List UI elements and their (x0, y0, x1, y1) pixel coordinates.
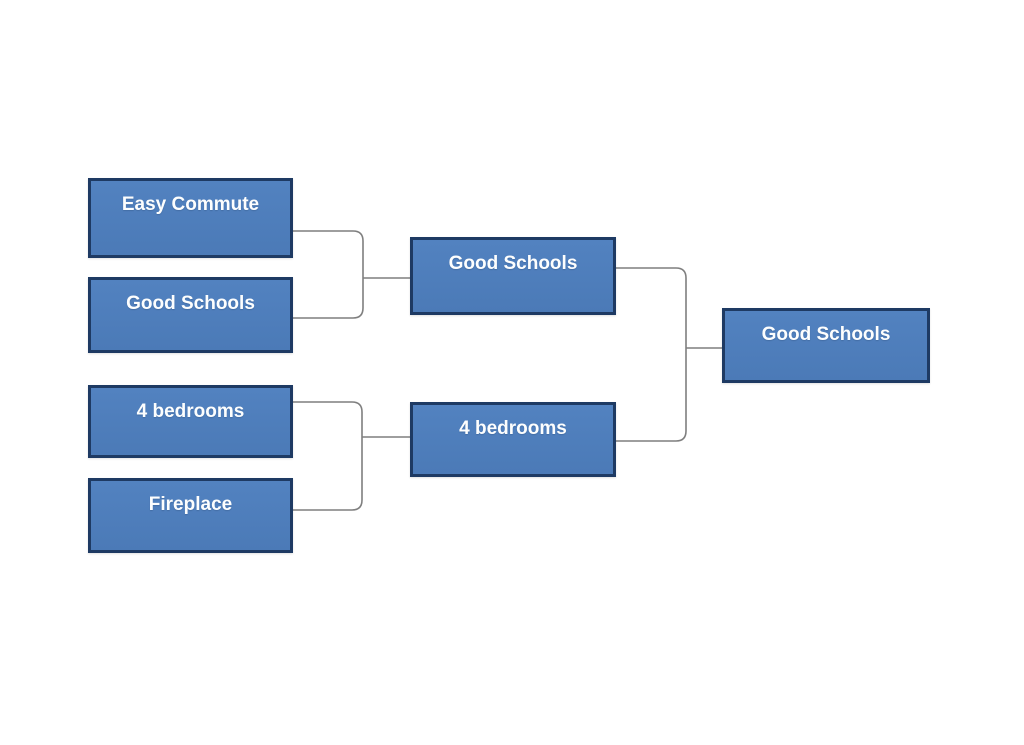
node-label: 4 bedrooms (459, 418, 567, 439)
node-label: 4 bedrooms (136, 401, 245, 422)
connector-bracket-bottom-left (293, 401, 363, 511)
node-fireplace: Fireplace (88, 478, 293, 553)
node-easy-commute: Easy Commute (88, 178, 293, 258)
node-good-schools-right: Good Schools (722, 308, 930, 383)
node-good-schools-left: Good Schools (88, 277, 293, 353)
node-label: Easy Commute (121, 194, 260, 215)
node-label: Good Schools (761, 324, 891, 345)
connector-bracket-right (616, 267, 687, 442)
connector-bracket-top-left (293, 230, 364, 319)
node-label: Good Schools (126, 293, 255, 314)
node-label: Good Schools (448, 253, 578, 274)
node-good-schools-middle: Good Schools (410, 237, 616, 315)
node-4-bedrooms-left: 4 bedrooms (88, 385, 293, 458)
node-4-bedrooms-middle: 4 bedrooms (410, 402, 616, 477)
node-label: Fireplace (148, 494, 233, 515)
